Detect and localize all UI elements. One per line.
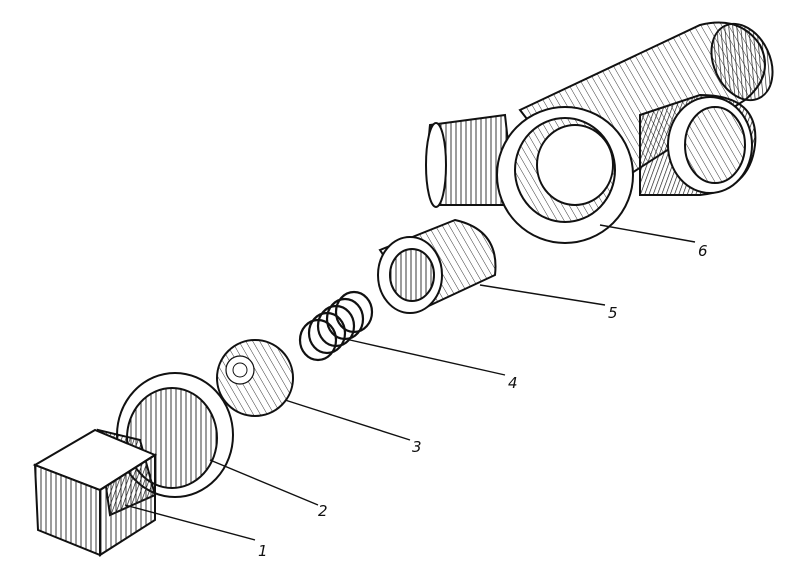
tee-body-part: [425, 21, 774, 244]
part-label-4: 4: [508, 374, 518, 392]
sleeve-part: [377, 218, 497, 314]
part-label-1: 1: [258, 542, 268, 560]
leader-line-2: [209, 459, 319, 506]
part-label-2: 2: [318, 502, 328, 520]
ball-part: [216, 339, 294, 417]
leader-line-4: [349, 339, 506, 376]
part-label-3: 3: [412, 438, 422, 456]
spring-part: [298, 290, 374, 362]
part-label-5: 5: [608, 304, 618, 322]
leader-line-6: [599, 224, 696, 243]
plug-part: [32, 428, 158, 557]
leader-line-5: [479, 284, 606, 306]
part-label-6: 6: [698, 242, 708, 260]
leader-line-1: [124, 504, 256, 541]
leader-line-3: [284, 399, 411, 441]
leader-lines: [124, 224, 696, 541]
